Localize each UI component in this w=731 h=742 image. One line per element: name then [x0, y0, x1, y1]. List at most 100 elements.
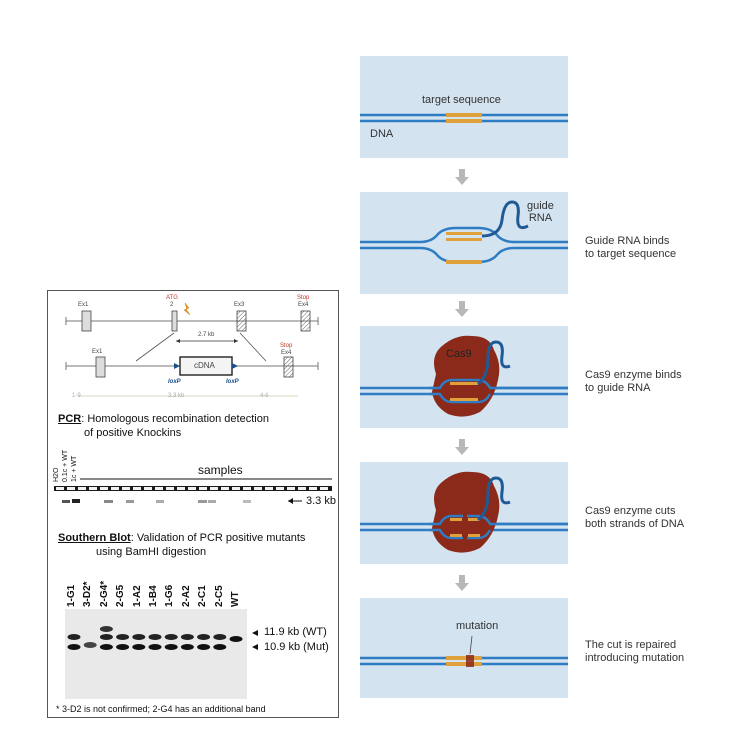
band-wt-label: 11.9 kb (WT)	[264, 626, 327, 638]
pcr-well	[254, 487, 262, 490]
pcr-band	[198, 500, 207, 503]
step2-dna-diagram	[360, 200, 568, 264]
blot-band	[116, 644, 130, 650]
exon2-top	[171, 310, 178, 332]
ex1-top-label: Ex1	[78, 302, 89, 308]
guide-rna-strand	[481, 200, 529, 238]
blot-band	[213, 644, 227, 650]
blot-band	[229, 636, 243, 642]
pcr-well	[166, 487, 174, 490]
loxp-right-label: loxP	[226, 379, 239, 385]
southern-lane-label: 2-A2	[180, 585, 192, 607]
southern-lane-label: 1-G6	[164, 584, 176, 607]
blot-band	[213, 634, 227, 640]
step4-caption: Cas9 enzyme cuts both strands of DNA	[585, 505, 685, 530]
step3-dna-diagram	[360, 335, 568, 417]
cas9-enzyme	[432, 335, 500, 417]
southern-lane-label: 3-D2*	[82, 581, 94, 607]
blot-band	[116, 634, 130, 640]
pcr-well	[309, 487, 317, 490]
pcr-band-size-label: 3.3 kb	[306, 495, 336, 507]
knockin-figure-panel: Ex1 ATG 2 Ex3 Stop Ex4 2.7 kb Ex1 cDNA S…	[47, 290, 339, 718]
step5-caption: The cut is repaired introducing mutation	[585, 639, 685, 664]
pcr-well	[56, 487, 64, 490]
ex4-top-label: Ex4	[298, 302, 309, 308]
pcr-well	[78, 487, 86, 490]
scale-right-label: 4-ti	[260, 393, 269, 399]
southern-desc-line2: using BamHI digestion	[96, 546, 207, 558]
target-sequence-label: target sequence	[422, 94, 501, 106]
pcr-well	[177, 487, 185, 490]
blot-band	[148, 634, 162, 640]
step3-caption: Cas9 enzyme binds to guide RNA	[585, 369, 682, 394]
pcr-well	[265, 487, 273, 490]
pcr-well	[320, 487, 328, 490]
step5-dna-diagram	[360, 635, 568, 667]
guide-rna-label: guide RNA	[527, 200, 554, 224]
step1-dna-diagram	[360, 113, 568, 123]
loxp-left-label: loxP	[168, 379, 181, 385]
southern-title: Southern Blot	[58, 532, 131, 544]
down-arrow-icon	[455, 301, 469, 317]
scale-left-label: 1-9	[72, 393, 81, 399]
guide-rna-strand	[477, 476, 511, 522]
pcr-well	[111, 487, 119, 490]
atg-number-label: 2	[170, 302, 174, 308]
down-arrow-icon	[455, 575, 469, 591]
southern-lane-label: 2-G5	[115, 584, 127, 607]
target-sequence-top	[446, 113, 482, 117]
exon4-top	[300, 310, 311, 332]
blot-band	[180, 644, 194, 650]
crispr-step-2: guide RNA	[360, 192, 568, 294]
blot-band	[99, 626, 113, 632]
ex4-bottom-label: Ex4	[281, 350, 292, 356]
pcr-title: PCR	[58, 413, 82, 425]
cdna-label: cDNA	[194, 361, 215, 370]
southern-lane-label: 1-A2	[131, 585, 143, 607]
pcr-desc-line2: of positive Knockins	[84, 427, 182, 439]
crispr-step-1: target sequence DNA	[360, 56, 568, 158]
pcr-band	[156, 500, 164, 503]
southern-lane-label: 2-C1	[197, 585, 209, 607]
southern-heading: Southern Blot: Validation of PCR positiv…	[58, 531, 305, 545]
pcr-band	[243, 500, 251, 503]
pcr-heading: PCR: Homologous recombination detection	[58, 412, 269, 426]
exon1-top	[81, 310, 92, 332]
exon4-bottom	[283, 356, 294, 378]
pcr-well	[232, 487, 240, 490]
pcr-well	[188, 487, 196, 490]
crispr-step-5: mutation	[360, 598, 568, 698]
pcr-band	[62, 500, 70, 503]
pcr-well	[89, 487, 97, 490]
crispr-step-4	[360, 462, 568, 564]
down-arrow-icon	[455, 169, 469, 185]
pcr-samples-label: samples	[198, 463, 243, 477]
target-sequence-bottom	[446, 119, 482, 123]
dna-label: DNA	[370, 128, 394, 140]
pcr-well	[100, 487, 108, 490]
blot-band	[132, 634, 146, 640]
pcr-well	[199, 487, 207, 490]
southern-lane-label: 2-G4*	[98, 580, 110, 607]
pcr-well	[276, 487, 284, 490]
step4-dna-diagram	[360, 471, 568, 553]
guide-rna-strand	[477, 340, 511, 386]
pcr-well	[67, 487, 75, 490]
blot-band	[148, 644, 162, 650]
guide-label-line1: guide	[527, 200, 554, 212]
blot-band	[197, 634, 211, 640]
exon1-bottom	[95, 356, 106, 378]
mutation-site	[466, 655, 474, 667]
pcr-well	[287, 487, 295, 490]
pcr-well	[221, 487, 229, 490]
blot-band	[164, 634, 178, 640]
band-mut-label: 10.9 kb (Mut)	[264, 641, 329, 653]
blot-band	[83, 642, 97, 648]
blot-band	[197, 644, 211, 650]
southern-blot-image	[65, 609, 247, 699]
blot-band	[164, 644, 178, 650]
blot-band	[67, 644, 81, 650]
pcr-band	[104, 500, 113, 503]
southern-lane-label: 1-G1	[66, 584, 77, 607]
scale-mid-label: 3.3 kb	[168, 393, 185, 399]
